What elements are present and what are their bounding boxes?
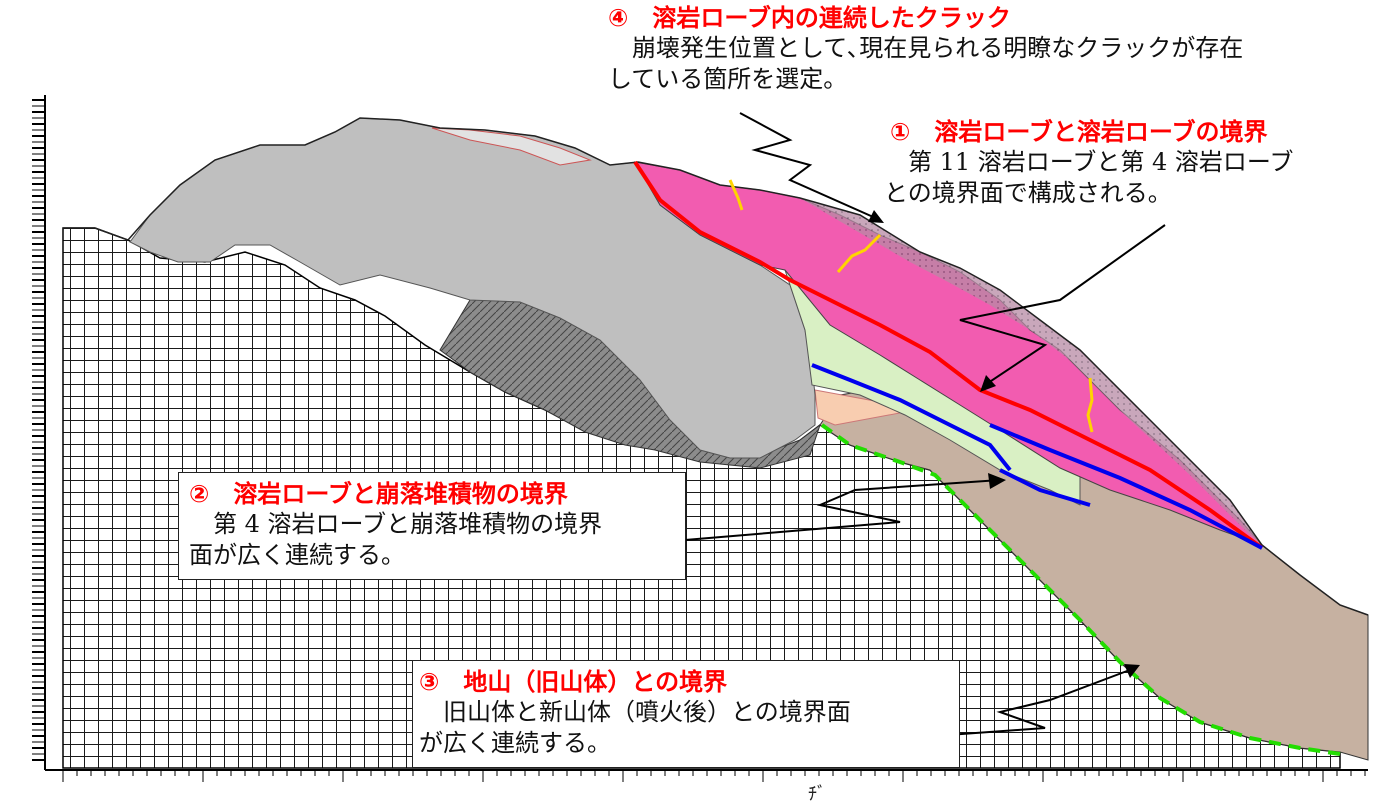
vertical-ruler: [32, 95, 46, 770]
leader-arrowheads: [868, 210, 1140, 678]
boundary-2-blue-line-c: [989, 423, 1263, 550]
annotation-4-body: 崩壊発生位置として､現在見られる明瞭なクラックが存在 している箇所を選定。: [608, 34, 1244, 93]
annotation-3-title: ③ 地山（旧山体）との境界: [419, 668, 728, 696]
leader-2: [684, 479, 1001, 541]
crack-2: [836, 233, 882, 273]
annotation-3-old-body-boundary: ③ 地山（旧山体）との境界 旧山体と新山体（噴火後）との境界面 が広く連続する。: [412, 660, 960, 768]
crack-1: [728, 179, 744, 211]
salmon-block: [814, 389, 907, 426]
annotation-1-body: 第 11 溶岩ローブと第 4 溶岩ローブ との境界面で構成される。: [884, 148, 1294, 207]
pale-top-patch: [431, 127, 592, 166]
annotation-2-title: ② 溶岩ローブと崩落堆積物の境界: [189, 480, 568, 508]
annotation-1-title: ① 溶岩ローブと溶岩ローブの境界: [890, 118, 1268, 146]
leader-1: [959, 224, 1166, 386]
leader-4: [739, 112, 881, 221]
annotation-1-lobe-boundary: ① 溶岩ローブと溶岩ローブの境界 第 11 溶岩ローブと第 4 溶岩ローブ との…: [884, 117, 1374, 209]
boundary-2-blue-line-b: [999, 468, 1091, 507]
annotation-4-crack: ④ 溶岩ローブ内の連続したクラック 崩壊発生位置として､現在見られる明瞭なクラッ…: [608, 3, 1328, 95]
arrowhead-1: [980, 375, 996, 392]
horizontal-axis: [45, 769, 1368, 782]
annotation-4-title: ④ 溶岩ローブ内の連続したクラック: [608, 4, 1011, 32]
ground-surface-line: [63, 117, 1369, 616]
boundary-1-red-line: [633, 160, 1264, 550]
arrowhead-3: [1124, 664, 1140, 678]
annotation-2-talus-boundary: ② 溶岩ローブと崩落堆積物の境界 第 4 溶岩ローブと崩落堆積物の境界 面が広く…: [178, 472, 686, 580]
leader-3: [947, 667, 1136, 736]
annotation-3-body: 旧山体と新山体（噴火後）との境界面 が広く連続する。: [419, 698, 851, 757]
axis-label: ﾁﾞ: [808, 784, 826, 804]
boundary-3-green-dashed-line: [820, 423, 1341, 756]
annotation-2-body: 第 4 溶岩ローブと崩落堆積物の境界 面が広く連続する。: [189, 510, 603, 569]
boundary-2-blue-line-a: [811, 363, 1012, 472]
arrowhead-2: [988, 473, 1006, 489]
leader-lines: [684, 112, 1166, 736]
arrowhead-4: [868, 210, 884, 223]
crack-3: [1086, 377, 1094, 433]
